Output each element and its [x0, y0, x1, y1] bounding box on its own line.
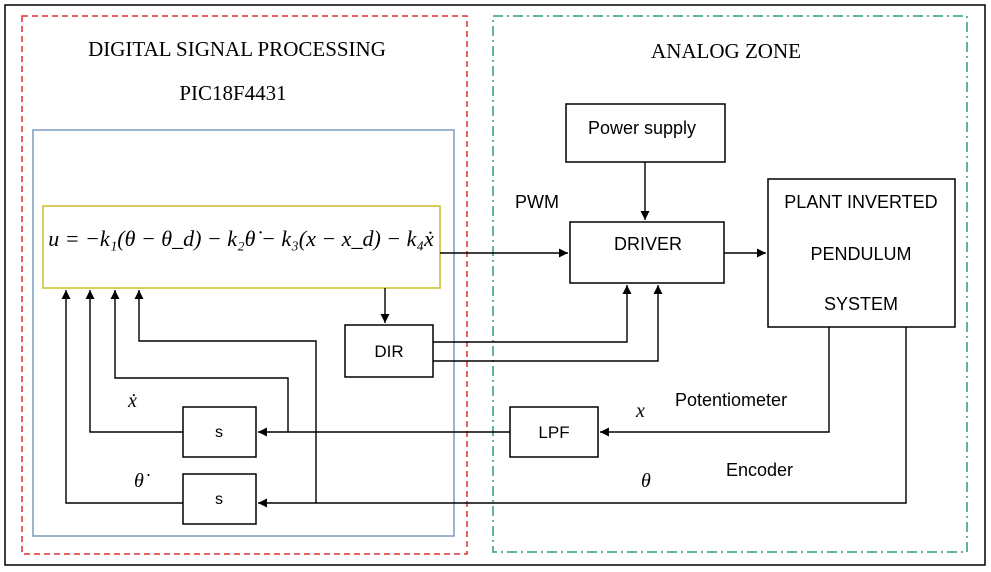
power-supply-label: Power supply	[588, 118, 696, 138]
plant-block	[767, 178, 956, 328]
plant-to-lpf-arrow	[600, 327, 830, 437]
x-signal-label: x	[635, 400, 645, 422]
plant-label-line2: PENDULUM	[810, 244, 911, 264]
outer-frame	[4, 4, 986, 566]
differentiator-theta-block	[182, 473, 257, 525]
driver-block	[569, 221, 725, 284]
x-dot-label: ẋ	[127, 390, 137, 412]
microcontroller-panel	[32, 129, 455, 537]
digital-zone-subtitle: PIC18F4431	[179, 81, 286, 105]
theta-dot-feedback-arrow	[61, 290, 183, 504]
differentiator-x-label: s	[215, 424, 223, 441]
plant-label-line3: SYSTEM	[824, 294, 898, 314]
potentiometer-label: Potentiometer	[675, 390, 787, 410]
theta-signal-label: θ	[641, 470, 651, 492]
dir-block	[344, 324, 434, 378]
theta-dot-label: θ̇	[134, 470, 150, 492]
digital-zone-border	[21, 15, 468, 555]
x-feedback-arrow	[110, 290, 289, 432]
dir-to-driver-arrow-1	[433, 285, 632, 343]
encoder-to-differentiator-arrow	[258, 327, 907, 508]
dir-label: DIR	[374, 342, 403, 361]
theta-feedback-arrow	[134, 290, 317, 503]
differentiator-theta-label: s	[215, 491, 223, 508]
pwm-label: PWM	[515, 192, 559, 212]
dir-to-driver-arrow-2	[433, 285, 663, 362]
control-law-equation: u = −k₁(θ − θ_d) − k₂θ̇ − k₃(x − x_d) − …	[48, 226, 434, 251]
signal-connections	[61, 162, 907, 508]
analog-zone-title: ANALOG ZONE	[651, 39, 801, 63]
plant-label-line1: PLANT INVERTED	[784, 192, 937, 212]
digital-zone-title: DIGITAL SIGNAL PROCESSING	[88, 37, 386, 61]
analog-zone-border	[492, 15, 968, 553]
encoder-label: Encoder	[726, 460, 793, 480]
differentiator-x-block	[182, 406, 257, 458]
lpf-label: LPF	[538, 423, 569, 442]
driver-label: DRIVER	[614, 234, 682, 254]
controller-block	[42, 205, 441, 289]
x-dot-feedback-arrow	[85, 290, 183, 433]
